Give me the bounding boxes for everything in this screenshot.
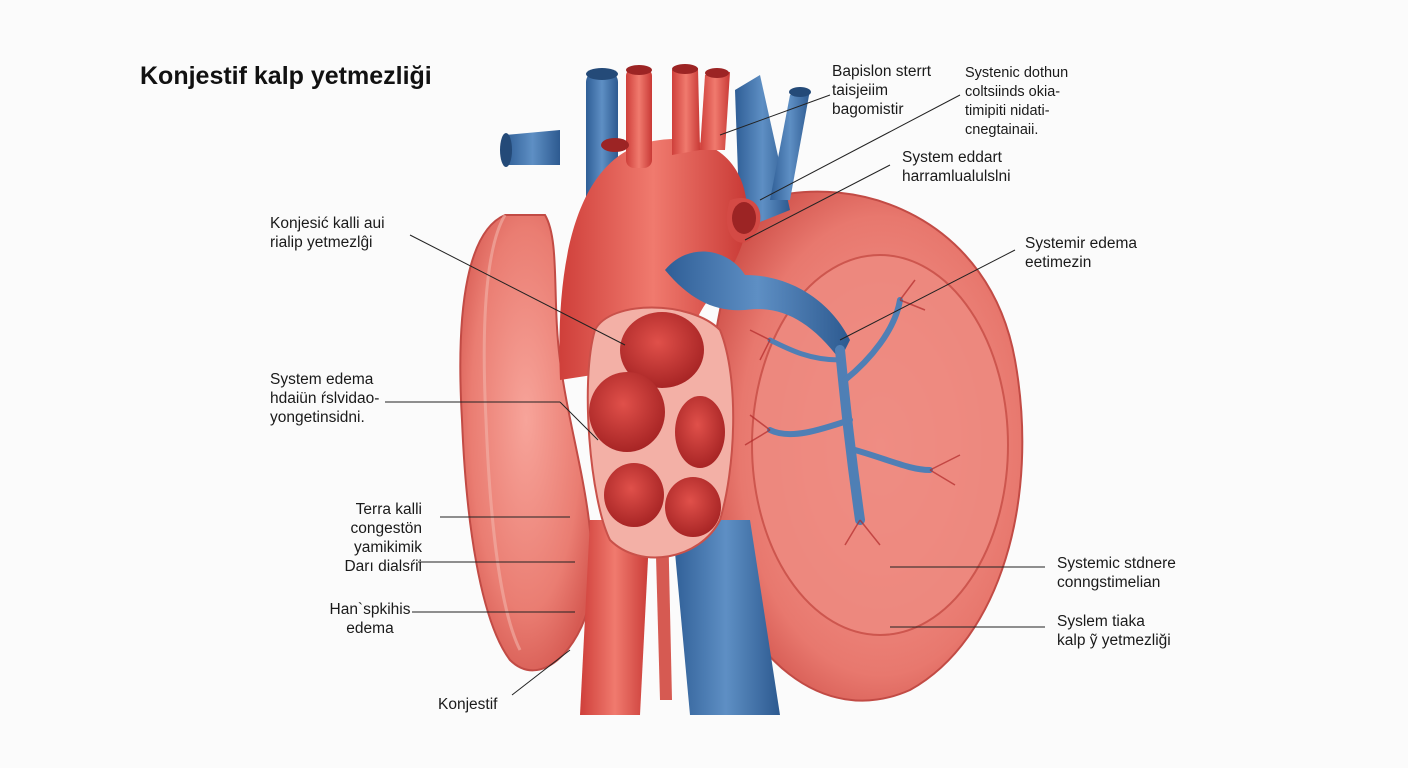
- label-line: edema: [346, 620, 394, 637]
- label-mid-top: System eddart harramlualulslni: [902, 148, 1011, 186]
- diagram-title: Konjestif kalp yetmezliği: [140, 62, 432, 90]
- label-line: System eddart: [902, 149, 1002, 166]
- label-line: Systenic dothun: [965, 65, 1069, 81]
- label-line: Han`spkihis: [329, 601, 411, 618]
- label-line: timipiti nidati-: [965, 103, 1050, 119]
- label-right-3: Syslem tiaka kalp ỹ yetmezliği: [1057, 612, 1171, 650]
- label-line: System edema: [270, 371, 374, 388]
- label-line: yamikimik: [353, 539, 422, 556]
- label-line: conngstimelian: [1057, 574, 1161, 591]
- label-left-3: Terra kalli congestön yamikimik Darı dia…: [300, 500, 422, 576]
- pulmonary-vessels: [665, 251, 961, 546]
- heart-chambers: [586, 306, 735, 559]
- label-line: coltsiinds okia-: [965, 84, 1061, 100]
- label-line: Darı dialsŕii: [344, 558, 422, 575]
- label-line: Bapislon sterrt: [832, 63, 932, 80]
- label-line: Systemir edema: [1025, 235, 1137, 252]
- label-line: Systemic stdnere: [1057, 555, 1176, 572]
- leader-lines: [385, 94, 1045, 696]
- label-top-center: Bapislon sterrt taisjeiim bagomistir: [832, 62, 931, 119]
- label-line: hdaiün ŕslvidao-: [270, 390, 380, 407]
- label-line: harramlualulslni: [902, 168, 1011, 185]
- right-lung: [707, 190, 1024, 702]
- label-line: eetimezin: [1025, 254, 1092, 271]
- label-line: cnegtainaii.: [965, 122, 1039, 138]
- label-line: Syslem tiaka: [1057, 613, 1145, 630]
- label-line: Konjesić kalli aui: [270, 215, 385, 232]
- label-line: Terra kalli: [355, 501, 422, 518]
- label-line: rialip yetmezlĝi: [270, 234, 373, 251]
- label-left-1: Konjesić kalli aui rialip yetmezlĝi: [270, 214, 385, 252]
- label-line: Konjestif: [438, 696, 498, 713]
- label-line: congestön: [350, 520, 422, 537]
- label-right-1: Systemir edema eetimezin: [1025, 234, 1137, 272]
- label-line: yongetinsidni.: [270, 409, 365, 426]
- label-top-right: Systenic dothun coltsiinds okia- timipit…: [965, 64, 1068, 140]
- label-left-2: System edema hdaiün ŕslvidao- yongetinsi…: [270, 370, 379, 427]
- label-left-4: Han`spkihis edema: [320, 600, 420, 638]
- label-bottom: Konjestif: [438, 695, 497, 714]
- label-line: taisjeiim: [832, 82, 888, 99]
- descending-vessels: [580, 520, 780, 715]
- label-line: bagomistir: [832, 101, 904, 118]
- label-line: kalp ỹ yetmezliği: [1057, 632, 1171, 649]
- label-right-2: Systemic stdnere conngstimelian: [1057, 554, 1176, 592]
